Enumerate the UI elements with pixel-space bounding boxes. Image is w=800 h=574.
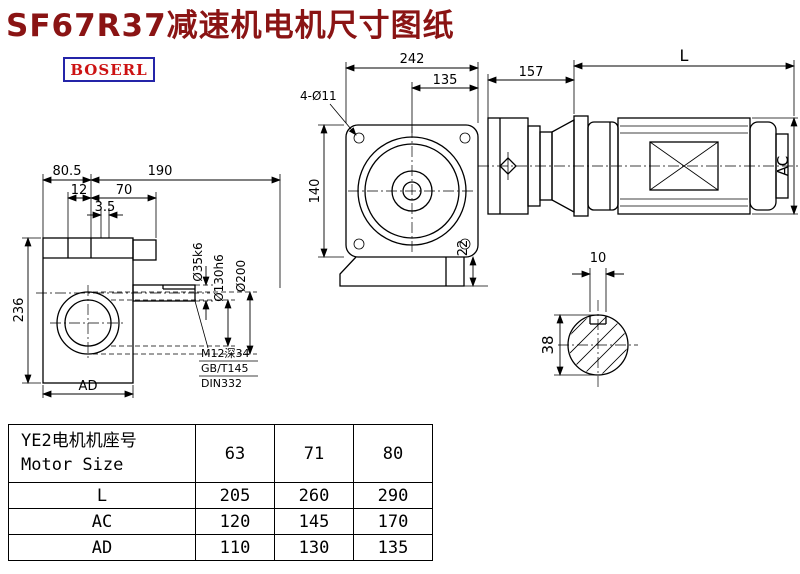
boserl-logo-text: BOSERL (70, 60, 148, 79)
dim-38: 38 (539, 335, 557, 354)
key-width-dimension: 10 (572, 251, 624, 312)
dim-70: 70 (116, 183, 133, 198)
dim-242: 242 (400, 52, 425, 67)
gearbox-body (42, 237, 157, 384)
motor-size-71: 71 (274, 424, 354, 483)
diameter-dimensions: Ø35k6 Ø130h6 Ø200 (93, 242, 257, 355)
dim-236: 236 (12, 298, 27, 323)
dim-80-5: 80.5 (53, 164, 82, 179)
page-title: SF67R37减速机电机尺寸图纸 (6, 8, 455, 44)
lower-housing (339, 256, 465, 287)
AC-63: 120 (195, 508, 275, 535)
tapped-hole-note: M12深34 GB/T145 DIN332 (194, 300, 258, 390)
flange-height-dimension: 140 (308, 124, 344, 258)
dia-130h6-label: Ø130h6 (212, 254, 226, 302)
AC-80: 170 (353, 508, 433, 535)
table-header-en: Motor Size (21, 454, 124, 475)
table-header-cn: YE2电机机座号 (21, 430, 137, 451)
thread-note-line2: GB/T145 (201, 362, 249, 375)
dim-190: 190 (148, 164, 173, 179)
ad-dimension: AD (42, 379, 134, 398)
dim-22-group: 22 (456, 240, 488, 287)
shaft-section-circle (558, 300, 638, 390)
side-view-top-dimensions: 80.5 190 12 70 3.5 (42, 164, 281, 288)
motor-size-63: 63 (195, 424, 275, 483)
shaft-diameter-dimension: 38 (539, 314, 596, 376)
gearbox-side-view: 80.5 190 12 70 3.5 236 (12, 164, 281, 398)
motor-top-dimensions: L 157 (487, 46, 795, 118)
bolt-holes (353, 132, 471, 250)
table-row-AD: AD 110 130 135 (8, 534, 433, 561)
dim-10: 10 (590, 251, 607, 266)
motor-size-table: YE2电机机座号 Motor Size 63 71 80 L 205 260 2… (8, 424, 433, 561)
front-view-dimensions: 242 135 4-Ø11 (300, 52, 479, 136)
dim-AD: AD (79, 379, 98, 394)
boserl-logo: BOSERL (63, 57, 155, 82)
motor-size-80: 80 (353, 424, 433, 483)
AD-63: 110 (195, 534, 275, 561)
L-63: 205 (195, 482, 275, 509)
ac-dimension: AC (752, 117, 798, 215)
dim-L: L (680, 46, 689, 65)
dim-140: 140 (308, 179, 323, 204)
bolt-holes-label: 4-Ø11 (300, 89, 337, 103)
L-80: 290 (353, 482, 433, 509)
AC-71: 145 (274, 508, 354, 535)
thread-note-line1: M12深34 (201, 347, 250, 360)
dim-AC: AC (774, 156, 792, 176)
flange-front-view: 242 135 4-Ø11 140 (300, 52, 488, 287)
table-header-row: YE2电机机座号 Motor Size 63 71 80 (8, 424, 433, 483)
row-label-AD: AD (8, 534, 196, 561)
table-header-cell: YE2电机机座号 Motor Size (8, 424, 196, 483)
AD-71: 130 (274, 534, 354, 561)
L-71: 260 (274, 482, 354, 509)
dim-135: 135 (433, 73, 458, 88)
mounting-flange (345, 124, 479, 258)
motor-side-view: L 157 AC (478, 46, 798, 217)
dim-22: 22 (456, 240, 471, 257)
thread-note-line3: DIN332 (201, 377, 242, 390)
AD-80: 135 (353, 534, 433, 561)
row-label-AC: AC (8, 508, 196, 535)
dia-35k6-label: Ø35k6 (191, 242, 205, 281)
dim-12: 12 (71, 183, 88, 198)
dim-3-5: 3.5 (95, 200, 116, 215)
table-row-AC: AC 120 145 170 (8, 508, 433, 535)
hatching (569, 316, 627, 374)
shaft-cross-section: 10 38 (539, 251, 638, 390)
output-shaft (36, 284, 210, 302)
dia-200-label: Ø200 (234, 260, 248, 292)
row-label-L: L (8, 482, 196, 509)
side-view-height-dimension: 236 (12, 237, 41, 384)
table-row-L: L 205 260 290 (8, 482, 433, 509)
dim-157: 157 (519, 65, 544, 80)
